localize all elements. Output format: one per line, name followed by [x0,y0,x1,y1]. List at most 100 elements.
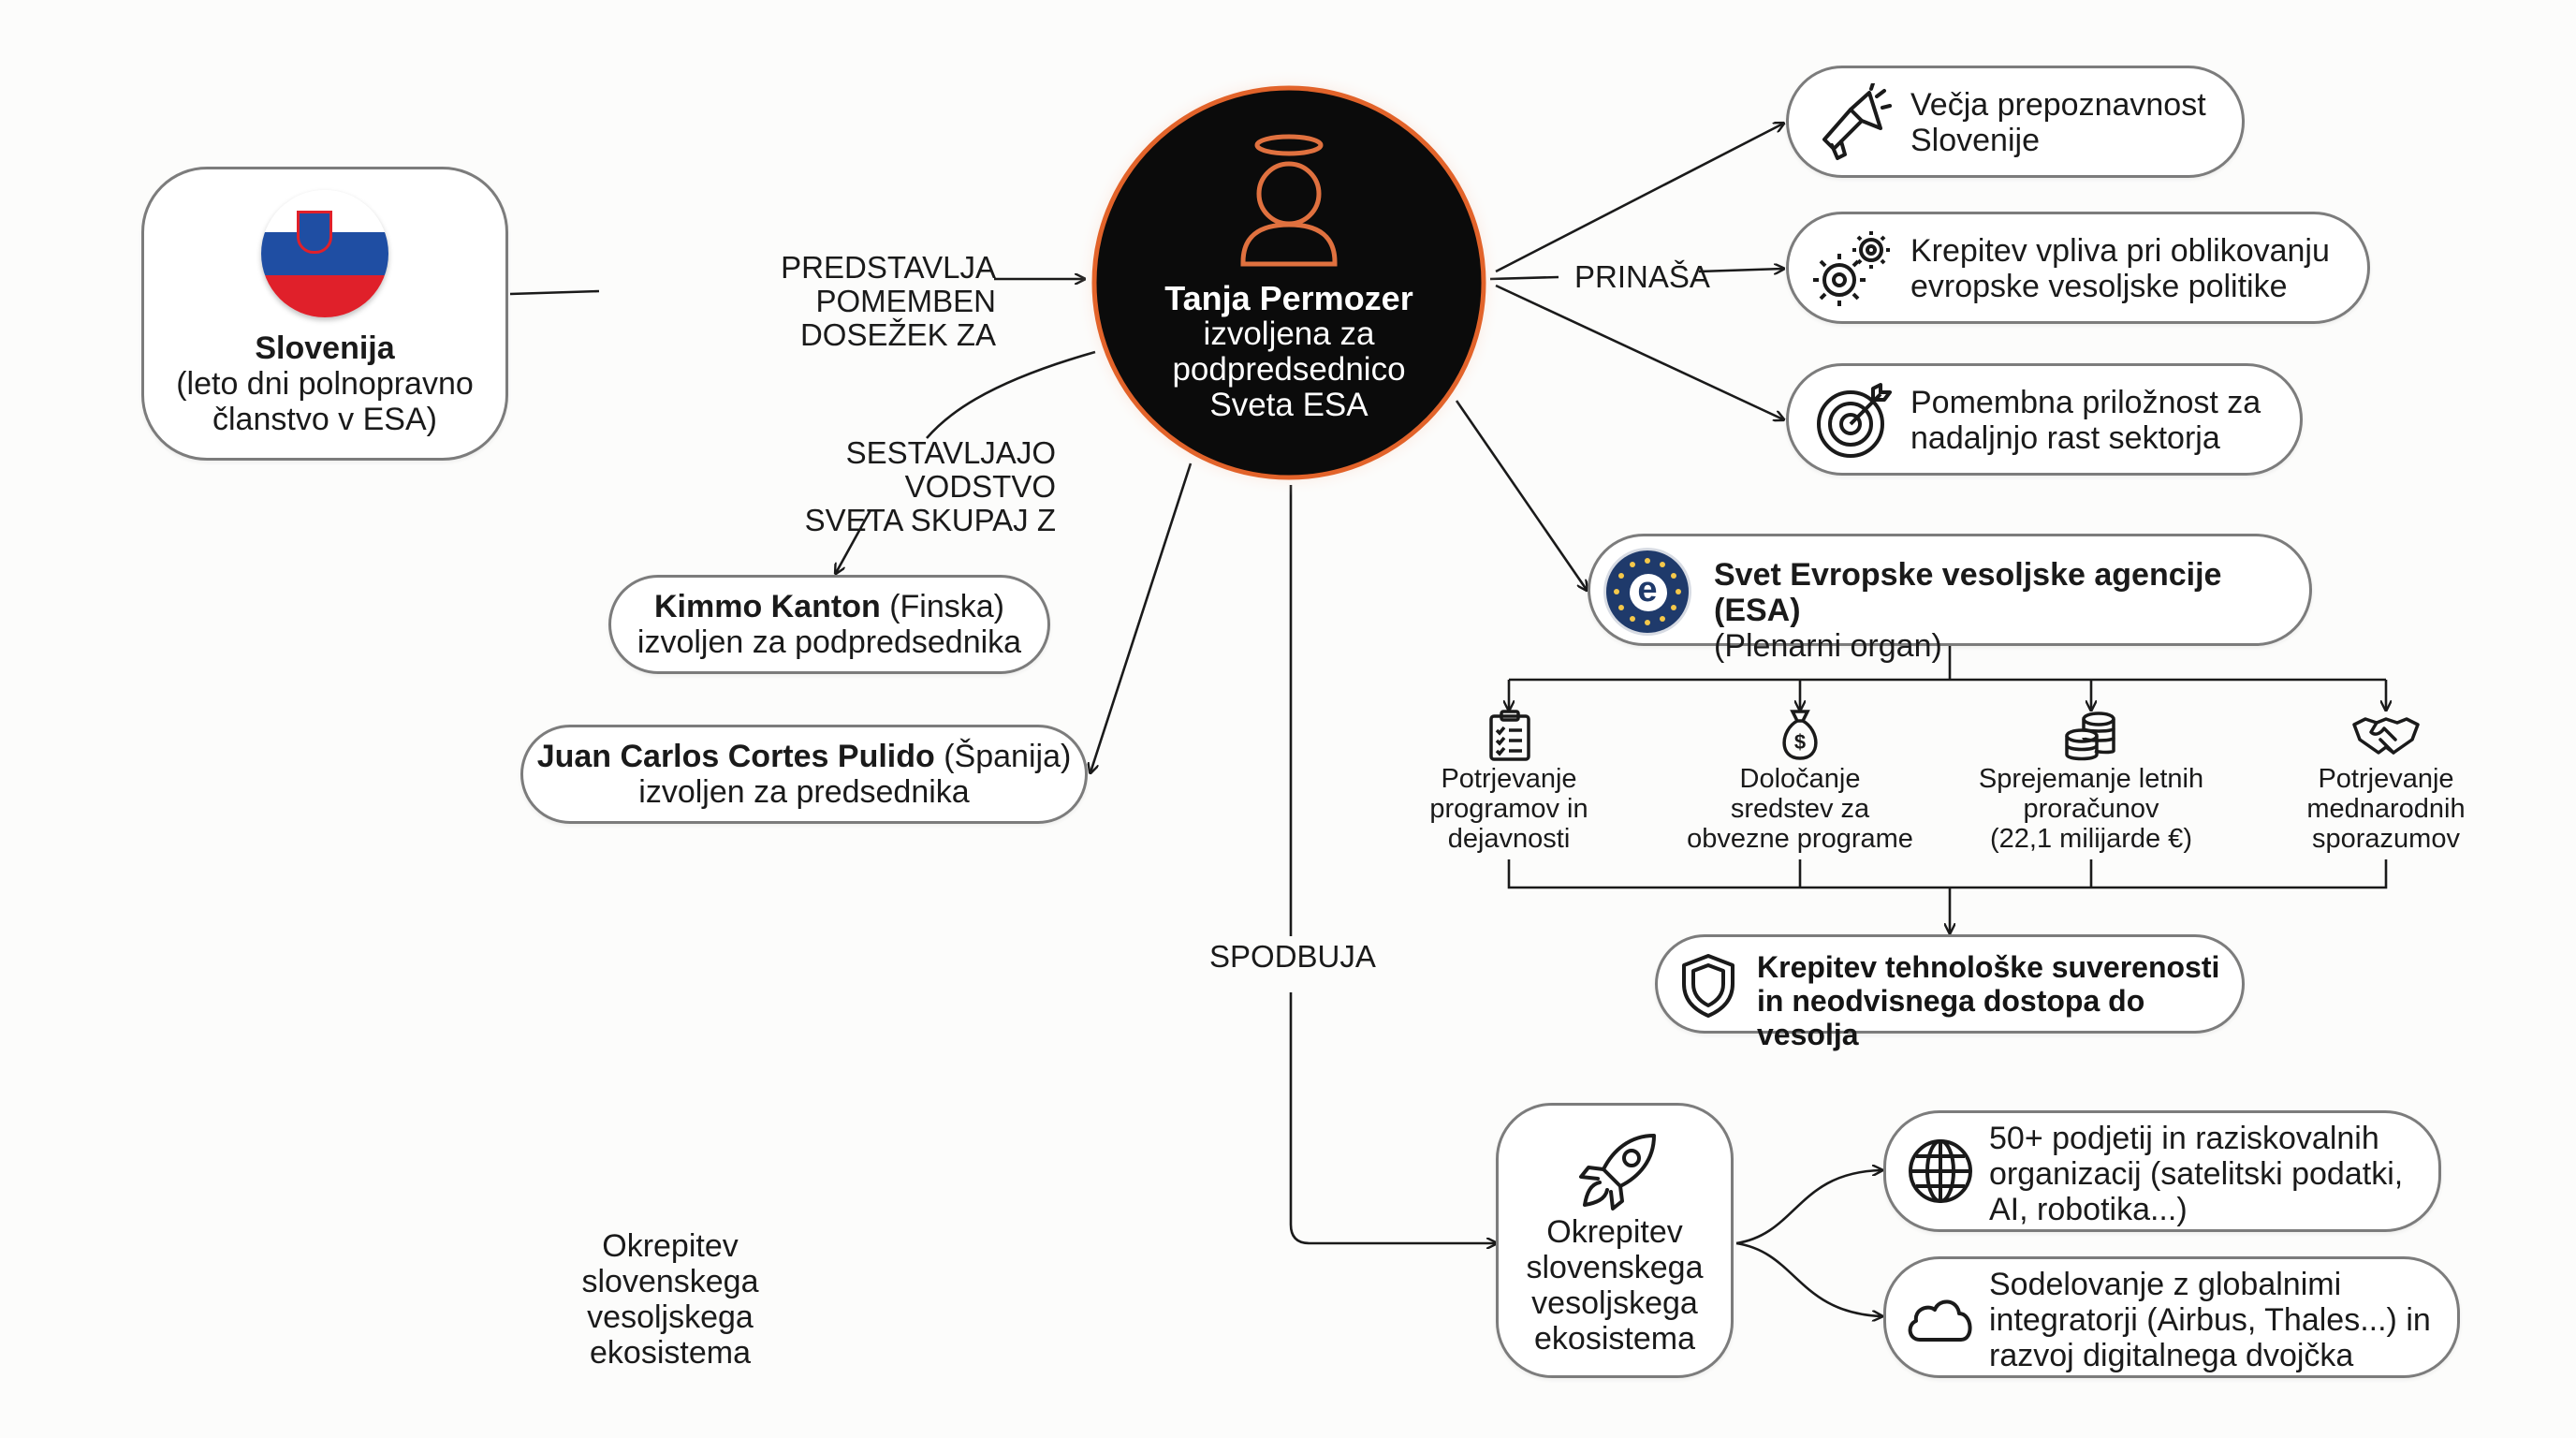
ecosystem-line3: vesoljskega [1531,1285,1698,1321]
function-4-line1: Potrjevanje [2318,764,2454,794]
shield-icon [1682,954,1734,1018]
function-1-line1: Potrjevanje [1441,764,1577,794]
function-1-line3: dejavnosti [1447,824,1571,854]
money-bag-icon: $ [1782,710,1818,760]
juan-country: (Španija) [934,739,1072,774]
label-represents-2: DOSEŽEK ZA [799,317,996,352]
label-leadership: SESTAVLJAJO VODSTVO SVETA SKUPAJ Z [693,436,1056,537]
ecosystem-ghost-line3: vesoljskega [587,1299,754,1335]
sovereignty-text: Krepitev tehnološke suverenosti in neodv… [1757,950,2242,1051]
center-text: Tanja Permozer izvoljena za podpredsedni… [1105,281,1473,423]
benefit-1-line2: Slovenije [1910,123,2040,158]
center-name: Tanja Permozer [1164,279,1413,317]
ecosystem-line2: slovenskega [1526,1250,1704,1285]
kimmo-country: (Finska) [880,589,1004,624]
ecosystem-node: Okrepitev slovenskega vesoljskega ekosis… [1496,1103,1734,1378]
esa-text: Svet Evropske vesoljske agencije (ESA) (… [1714,557,2309,664]
arrow-to-benefit-3 [1495,284,1783,419]
eco-item-1-line1: 50+ podjetij in raziskovalnih [1989,1121,2379,1156]
ecosystem-ghost-line1: Okrepitev [602,1228,739,1264]
cloud-icon [1908,1299,1972,1342]
benefit-1-text: Večja prepoznavnost Slovenije [1910,87,2206,158]
handshake-icon [2352,717,2420,755]
coins-icon [2065,712,2115,761]
function-4: Potrjevanje mednarodnih sporazumov [2274,764,2498,854]
benefit-2-text: Krepitev vpliva pri oblikovanju evropske… [1910,233,2330,304]
sovereignty-box: Krepitev tehnološke suverenosti in neodv… [1655,934,2245,1051]
function-2-line2: sredstev za [1730,794,1870,824]
megaphone-icon [1822,83,1892,160]
eco-item-2-line3: razvoj digitalnega dvojčka [1989,1338,2354,1373]
function-1: Potrjevanje programov in dejavnosti [1397,764,1621,854]
esa-logo-icon: e [1603,548,1691,636]
ecosystem-line4: ekosistema [1534,1321,1695,1357]
eco-item-2-text: Sodelovanje z globalnimi integratorji (A… [1989,1267,2431,1373]
center-circle [1091,85,1486,480]
label-represents-1: PREDSTAVLJA POMEMBEN [781,250,996,318]
benefit-3-text: Pomembna priložnost za nadaljnjo rast se… [1910,385,2261,456]
eco-item-1-line2: organizacij (satelitski podatki, [1989,1156,2404,1192]
arrow-to-eco-2 [1735,1241,1881,1316]
arrow-to-juan [1090,462,1193,772]
globe-icon [1909,1139,1972,1203]
kimmo-box: Kimmo Kanton (Finska) izvoljen za podpre… [608,575,1050,674]
center-line4: Sveta ESA [1209,387,1368,423]
benefit-box-3: Pomembna priložnost za nadaljnjo rast se… [1786,363,2303,476]
target-icon [1817,383,1892,458]
checklist-icon [1489,710,1530,761]
eco-item-box-1: 50+ podjetij in raziskovalnih organizaci… [1883,1110,2441,1232]
benefit-2-line1: Krepitev vpliva pri oblikovanju [1910,233,2330,269]
benefit-box-1: Večja prepoznavnost Slovenije [1786,66,2245,178]
benefit-box-2: Krepitev vpliva pri oblikovanju evropske… [1786,212,2370,324]
benefit-3-line2: nadaljnjo rast sektorja [1910,420,2220,456]
ecosystem-ghost-line2: slovenskega [581,1264,759,1299]
slovenia-title: Slovenija [255,330,395,366]
eco-item-1-text: 50+ podjetij in raziskovalnih organizaci… [1989,1121,2403,1227]
juan-name: Juan Carlos Cortes Pulido [536,739,935,774]
arrow-to-benefit-1 [1495,124,1783,273]
ecosystem-ghost-text: Okrepitev slovenskega vesoljskega ekosis… [558,1228,783,1371]
arrow-to-kimmo [836,350,1096,573]
gears-icon [1813,231,1890,306]
label-leadership-2: SVETA SKUPAJ Z [804,503,1056,537]
arrow-to-eco-1 [1735,1170,1881,1245]
function-3-line1: Sprejemanje letnih [1978,764,2204,794]
svg-text:$: $ [1794,730,1806,754]
slovenia-flag-icon [261,190,388,317]
esa-subtitle: (Plenarni organ) [1714,628,1942,664]
slovenia-line2: (leto dni polnopravno [176,366,474,402]
ecosystem-line1: Okrepitev [1546,1214,1683,1250]
juan-line1: Juan Carlos Cortes Pulido (Španija) [537,739,1072,774]
eco-item-2-line2: integratorji (Airbus, Thales...) in [1989,1302,2431,1338]
center-line3: podpredsednico [1172,351,1406,388]
arrow-to-esa [1455,400,1587,590]
kimmo-name: Kimmo Kanton [653,589,881,624]
benefit-2-line2: evropske vesoljske politike [1910,269,2288,304]
rocket-icon [1579,1134,1656,1211]
label-represents: PREDSTAVLJA POMEMBEN DOSEŽEK ZA [607,251,996,352]
function-4-line3: sporazumov [2312,824,2460,854]
center-line2: izvoljena za [1203,315,1375,352]
function-4-line2: mednarodnih [2306,794,2466,824]
function-2-line1: Določanje [1739,764,1861,794]
eco-item-box-2: Sodelovanje z globalnimi integratorji (A… [1883,1256,2460,1378]
juan-line2: izvoljen za predsednika [638,774,970,810]
function-3: Sprejemanje letnih proračunov (22,1 mili… [1955,764,2227,854]
label-encourages: SPODBUJA [1209,939,1376,974]
label-brings: PRINAŠA [1574,259,1710,294]
benefit-1-line1: Večja prepoznavnost [1910,87,2206,123]
esa-title: Svet Evropske vesoljske agencije (ESA) [1714,557,2222,628]
person-halo-icon [1240,134,1338,267]
eco-item-1-line3: AI, robotika...) [1989,1192,2188,1227]
ecosystem-ghost-line4: ekosistema [590,1335,751,1371]
label-leadership-1: SESTAVLJAJO VODSTVO [845,435,1056,504]
function-3-line3: (22,1 milijarde €) [1990,824,2192,854]
function-3-line2: proračunov [2023,794,2159,824]
slovenia-node: Slovenija (leto dni polnopravno članstvo… [141,167,508,461]
juan-box: Juan Carlos Cortes Pulido (Španija) izvo… [520,725,1088,824]
function-1-line2: programov in [1429,794,1588,824]
sovereignty-line2: in neodvisnega dostopa do vesolja [1757,984,2145,1051]
esa-logo-letter: e [1637,570,1658,609]
arrow-to-ecosystem [1289,485,1496,1243]
